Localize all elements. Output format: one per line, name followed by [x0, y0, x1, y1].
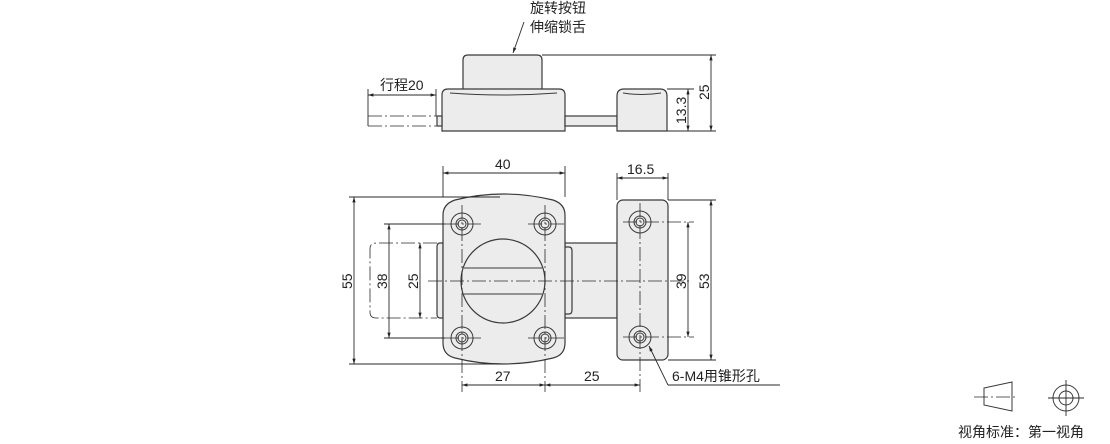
dim-hole-pitch: 38	[374, 273, 390, 289]
dim-keeper-height: 53	[696, 273, 712, 289]
dim-bolt-height: 25	[405, 273, 421, 289]
bolt-rod	[564, 115, 618, 127]
dim-center-to-keeper-hole: 25	[584, 368, 600, 384]
keeper	[616, 88, 668, 132]
dim-keeper-hole-pitch: 39	[673, 273, 689, 289]
knob-leader	[512, 21, 525, 54]
dim-plate-width: 40	[495, 156, 511, 172]
keeper-front	[616, 199, 669, 361]
dim-plate-height: 55	[339, 273, 355, 289]
top-view: 旋转按钮 伸缩锁舌 行程20 25 13.3	[367, 0, 716, 132]
first-angle-circle-icon	[1048, 380, 1084, 416]
bolt-bar	[564, 242, 618, 319]
dim-keeper-height-top: 13.3	[673, 97, 689, 124]
projection-legend: 视角标准：第一视角	[958, 380, 1084, 440]
dim-hole-to-center: 27	[495, 368, 511, 384]
projection-label: 视角标准：第一视角	[958, 424, 1084, 440]
dim-keeper-width: 16.5	[627, 161, 654, 177]
dim-total-height: 25	[696, 84, 712, 100]
lock-body	[441, 88, 566, 132]
rotary-knob	[462, 54, 543, 94]
bolt-stub	[436, 115, 443, 127]
front-view: 40 16.5 55 38 25 39 53 27 25 6-M4用锥形孔	[339, 156, 780, 392]
stroke-label: 行程20	[380, 77, 424, 93]
knob-label-line2: 伸缩锁舌	[530, 19, 586, 35]
first-angle-trapezoid-icon	[983, 381, 1013, 412]
hole-note: 6-M4用锥形孔	[672, 368, 760, 384]
knob-label-line1: 旋转按钮	[530, 0, 586, 16]
